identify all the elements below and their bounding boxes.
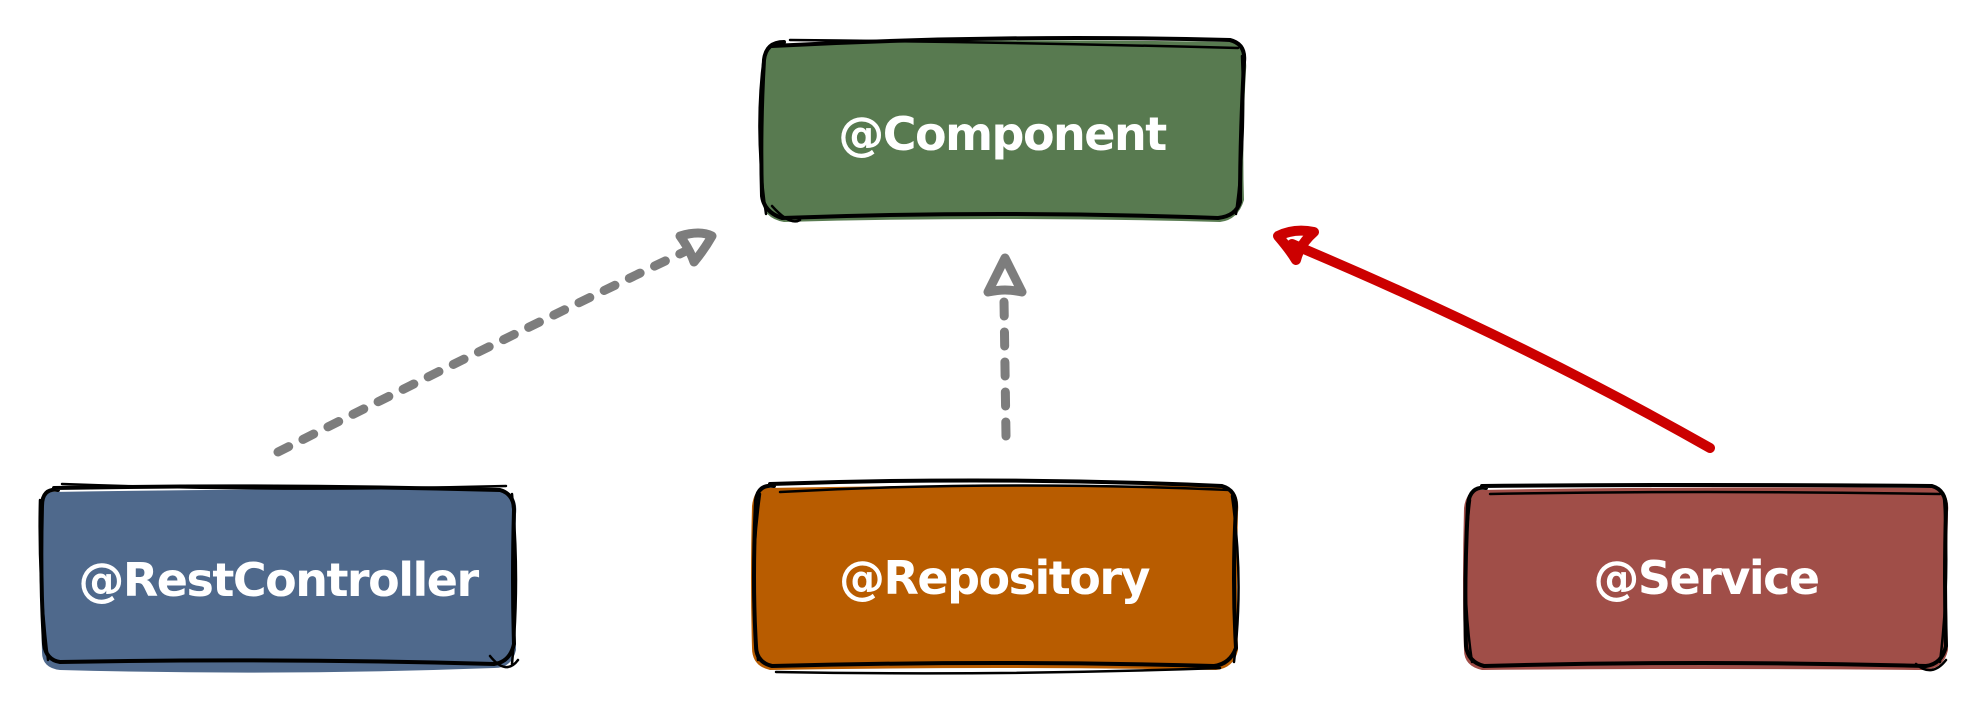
node-restcontroller-label: @RestController: [78, 553, 479, 607]
node-component-label: @Component: [838, 107, 1166, 161]
node-service-fill: [1463, 487, 1949, 670]
node-restcontroller-border-sketch: [38, 482, 520, 669]
node-repository-border-sketch: [752, 484, 1240, 675]
node-service-label: @Service: [1593, 551, 1818, 605]
edge-service-line: [1287, 239, 1715, 453]
edge-restcontroller-to-component: [273, 228, 717, 457]
edge-restcontroller-line: [273, 245, 693, 457]
edge-repository-to-component: [983, 253, 1027, 441]
edge-repository-line: [999, 295, 1011, 441]
node-restcontroller[interactable]: @RestController: [38, 482, 520, 673]
node-repository-label: @Repository: [839, 551, 1151, 605]
arrowhead-icon: [983, 253, 1027, 297]
arrowhead-icon: [675, 228, 717, 267]
node-repository[interactable]: @Repository: [751, 478, 1240, 675]
node-restcontroller-fill: [41, 489, 517, 673]
node-component[interactable]: @Component: [758, 36, 1247, 223]
node-component-border-sketch: [758, 38, 1245, 223]
node-service[interactable]: @Service: [1463, 483, 1949, 672]
node-repository-fill: [751, 485, 1239, 670]
node-component-fill: [761, 40, 1247, 223]
node-service-border-sketch: [1464, 490, 1948, 672]
arrowhead-icon: [1273, 225, 1319, 265]
edge-service-to-component: [1273, 225, 1715, 453]
